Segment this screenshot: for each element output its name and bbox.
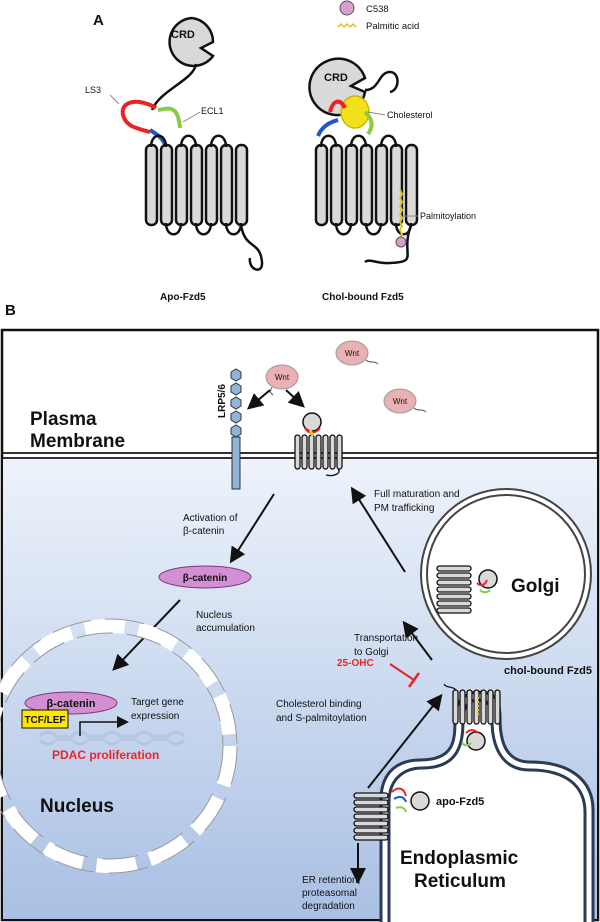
- chol-binding-line1: Cholesterol binding: [276, 699, 362, 710]
- panel-b-letter: B: [5, 302, 16, 319]
- palmitic-acid-chain: [398, 189, 404, 239]
- wnt-label-3: Wnt: [393, 397, 408, 406]
- maturation-line2: PM trafficking: [374, 503, 434, 514]
- golgi-outer: [420, 488, 592, 660]
- cholesterol-blob: [340, 95, 370, 129]
- apo-fzd5-structure: CRD LS3 ECL1 Apo-Fzd5: [85, 16, 264, 303]
- ohc-label: 25-OHC: [337, 658, 374, 669]
- plasma-label-line2: Membrane: [30, 431, 125, 452]
- golgi-label: Golgi: [511, 576, 560, 597]
- chol-binding-line2: and S-palmitoylation: [276, 713, 367, 724]
- target-gene-line2: expression: [131, 711, 179, 722]
- retention-line3: degradation: [302, 901, 355, 912]
- ls3-label: LS3: [85, 85, 101, 95]
- retention-line2: proteasomal: [302, 888, 357, 899]
- wnt-label-2: Wnt: [345, 349, 360, 358]
- panel-a: A C538 Palmitic acid CRD LS3 ECL1 Apo-Fz…: [85, 0, 476, 303]
- chol-bound-label: chol-bound Fzd5: [504, 665, 592, 677]
- tcf-lef-label: TCF/LEF: [24, 715, 65, 726]
- lrp-label: LRP5/6: [217, 384, 228, 418]
- er-label-line1: Endoplasmic: [400, 848, 519, 869]
- cholesterol-label: Cholesterol: [387, 110, 433, 120]
- apo-crd-label: CRD: [171, 29, 195, 41]
- wnt-label-1: Wnt: [275, 373, 290, 382]
- wnt-ligand: Wnt: [383, 388, 427, 414]
- c538-residue: [395, 236, 407, 248]
- chol-crd-label: CRD: [324, 72, 348, 84]
- activation-line1: Activation of: [183, 513, 238, 524]
- accumulation-line2: accumulation: [196, 623, 255, 634]
- maturation-line1: Full maturation and: [374, 489, 460, 500]
- panel-b: B Plasma Membrane LRP5/6 Wnt Wnt: [0, 302, 600, 922]
- dna-helix: [38, 730, 186, 746]
- nuclear-beta-catenin-label: β-catenin: [47, 698, 96, 710]
- transport-line2: to Golgi: [354, 647, 388, 658]
- palmitic-acid-legend-label: Palmitic acid: [366, 21, 419, 32]
- beta-catenin-label: β-catenin: [183, 573, 227, 584]
- palmitoylation-label: Palmitoylation: [420, 211, 476, 221]
- transport-line1: Transportation: [354, 633, 418, 644]
- er-apo-fzd5: [353, 787, 430, 841]
- ls3-loop: [120, 99, 158, 134]
- pdac-label: PDAC proliferation: [52, 748, 159, 762]
- apo-fzd5-caption: Apo-Fzd5: [160, 292, 206, 303]
- c538-legend-label: C538: [366, 4, 389, 15]
- tcf-lef-box: [21, 709, 69, 729]
- beta-catenin-nuclear: [24, 691, 118, 715]
- wnt-ligand: Wnt: [265, 364, 299, 396]
- golgi-fzd5: [436, 565, 498, 614]
- apo-fzd5-label: apo-Fzd5: [436, 796, 484, 808]
- er-chol-bound-fzd5: [443, 683, 501, 751]
- crd-domain-icon: [168, 16, 215, 68]
- activation-line2: β-catenin: [183, 526, 224, 537]
- wnt-ligand: Wnt: [335, 340, 379, 366]
- nuclear-envelope-fill: [0, 619, 237, 873]
- c538-legend-icon: [339, 0, 355, 16]
- golgi-inner: [426, 494, 586, 654]
- chol-fzd5-caption: Chol-bound Fzd5: [322, 292, 404, 303]
- retention-line1: ER retention,: [302, 875, 360, 886]
- accumulation-line1: Nucleus: [196, 610, 232, 621]
- beta-catenin-cytosol: [158, 565, 252, 589]
- lrp5-6-receptor: LRP5/6: [217, 368, 242, 490]
- plasma-label-line1: Plasma: [30, 409, 97, 430]
- palmitic-acid-legend-icon: [337, 22, 357, 29]
- nucleus-label: Nucleus: [40, 796, 114, 817]
- panel-a-letter: A: [93, 12, 104, 29]
- ecl1-loop: [157, 106, 182, 129]
- ecl1-label: ECL1: [201, 106, 224, 116]
- chol-bound-fzd5-structure: CRD Cholesterol Palmitoylation Chol-boun…: [308, 57, 476, 303]
- er-label-line2: Reticulum: [414, 871, 506, 892]
- pm-fzd5-receptor: [294, 412, 343, 477]
- target-gene-line1: Target gene: [131, 697, 184, 708]
- legend: C538 Palmitic acid: [337, 0, 419, 32]
- ohc-inhibition-line: [389, 663, 415, 681]
